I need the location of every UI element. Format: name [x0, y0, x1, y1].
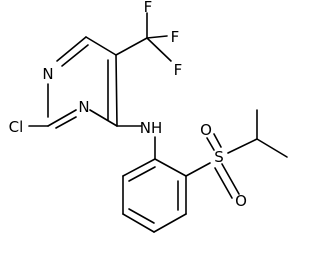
bond-c6-n1-inner [61, 44, 89, 67]
atom-f2: F [171, 28, 180, 46]
bond-c4p-c5p-inner [128, 208, 155, 224]
atom-cl: Cl [9, 118, 24, 136]
bond-c1p-c2p [154, 158, 187, 177]
atom-f3: F [174, 61, 183, 79]
bond-s-o1-b [213, 133, 222, 148]
bonds [28, 12, 288, 233]
bond-c4-c5 [115, 54, 118, 127]
bond-c2-n3-inner [55, 116, 77, 129]
bond-s-ch [227, 138, 258, 154]
atom-n1: N [42, 65, 53, 83]
atom-f1: F [144, 0, 153, 16]
bond-c6p-c1p [122, 158, 156, 177]
bond-ch-ch3-right [256, 138, 288, 158]
atom-s: S [214, 148, 224, 166]
atom-o1: O [200, 121, 212, 139]
bond-s-o2-a [214, 167, 233, 199]
atom-o2: O [235, 192, 247, 210]
bond-c6-c5 [85, 36, 117, 56]
bond-cf3-f2 [146, 35, 168, 39]
bond-n3-c4 [89, 109, 118, 127]
atom-nh: NH [140, 119, 163, 137]
bond-cf3-f3 [146, 37, 172, 62]
bond-c2p-s [185, 162, 211, 177]
atom-labels: F F F N N Cl NH O O S [9, 0, 247, 210]
bond-s-o1-a [206, 137, 215, 151]
bond-c4p-c5p [122, 213, 155, 233]
chemical-structure-diagram: F F F N N Cl NH O O S [9, 0, 288, 233]
bond-c6-n1 [56, 36, 87, 62]
bond-s-o2-b [221, 163, 240, 195]
bond-c3p-c4p [153, 213, 187, 233]
bond-c2-n3 [47, 109, 77, 127]
bond-c5-cf3 [115, 37, 148, 56]
atom-n3: N [78, 98, 89, 116]
bond-c6p-c1p-inner [128, 166, 156, 182]
